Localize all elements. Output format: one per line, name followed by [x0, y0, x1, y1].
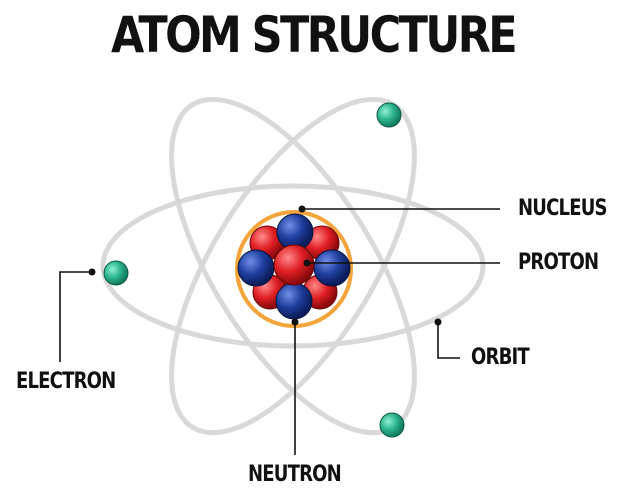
orbit-dot — [434, 318, 442, 326]
neutron-label: NEUTRON — [248, 462, 342, 487]
orbit-leader — [437, 322, 460, 359]
electron-leader — [59, 271, 92, 362]
electron-top-right — [376, 102, 402, 128]
proton-center — [273, 244, 315, 286]
electrons — [103, 102, 405, 438]
electron-dot — [88, 268, 96, 276]
leader-lines — [59, 208, 500, 455]
neutron — [313, 249, 351, 287]
nucleus-dot — [298, 205, 306, 213]
orbit-label: ORBIT — [471, 345, 530, 370]
proton-dot — [303, 259, 311, 267]
nucleus — [235, 210, 353, 328]
electron-label: ELECTRON — [16, 369, 116, 394]
neutron — [275, 282, 313, 320]
neutron-dot — [291, 318, 299, 326]
diagram-title: ATOM STRUCTURE — [110, 6, 518, 64]
electron-left — [103, 260, 129, 286]
orbit-horizontal — [100, 183, 486, 349]
proton-label: PROTON — [518, 250, 599, 275]
leader-dots — [88, 205, 442, 326]
electron-bottom-right — [379, 412, 405, 438]
nucleus-label: NUCLEUS — [518, 196, 608, 221]
neutron — [237, 249, 275, 287]
